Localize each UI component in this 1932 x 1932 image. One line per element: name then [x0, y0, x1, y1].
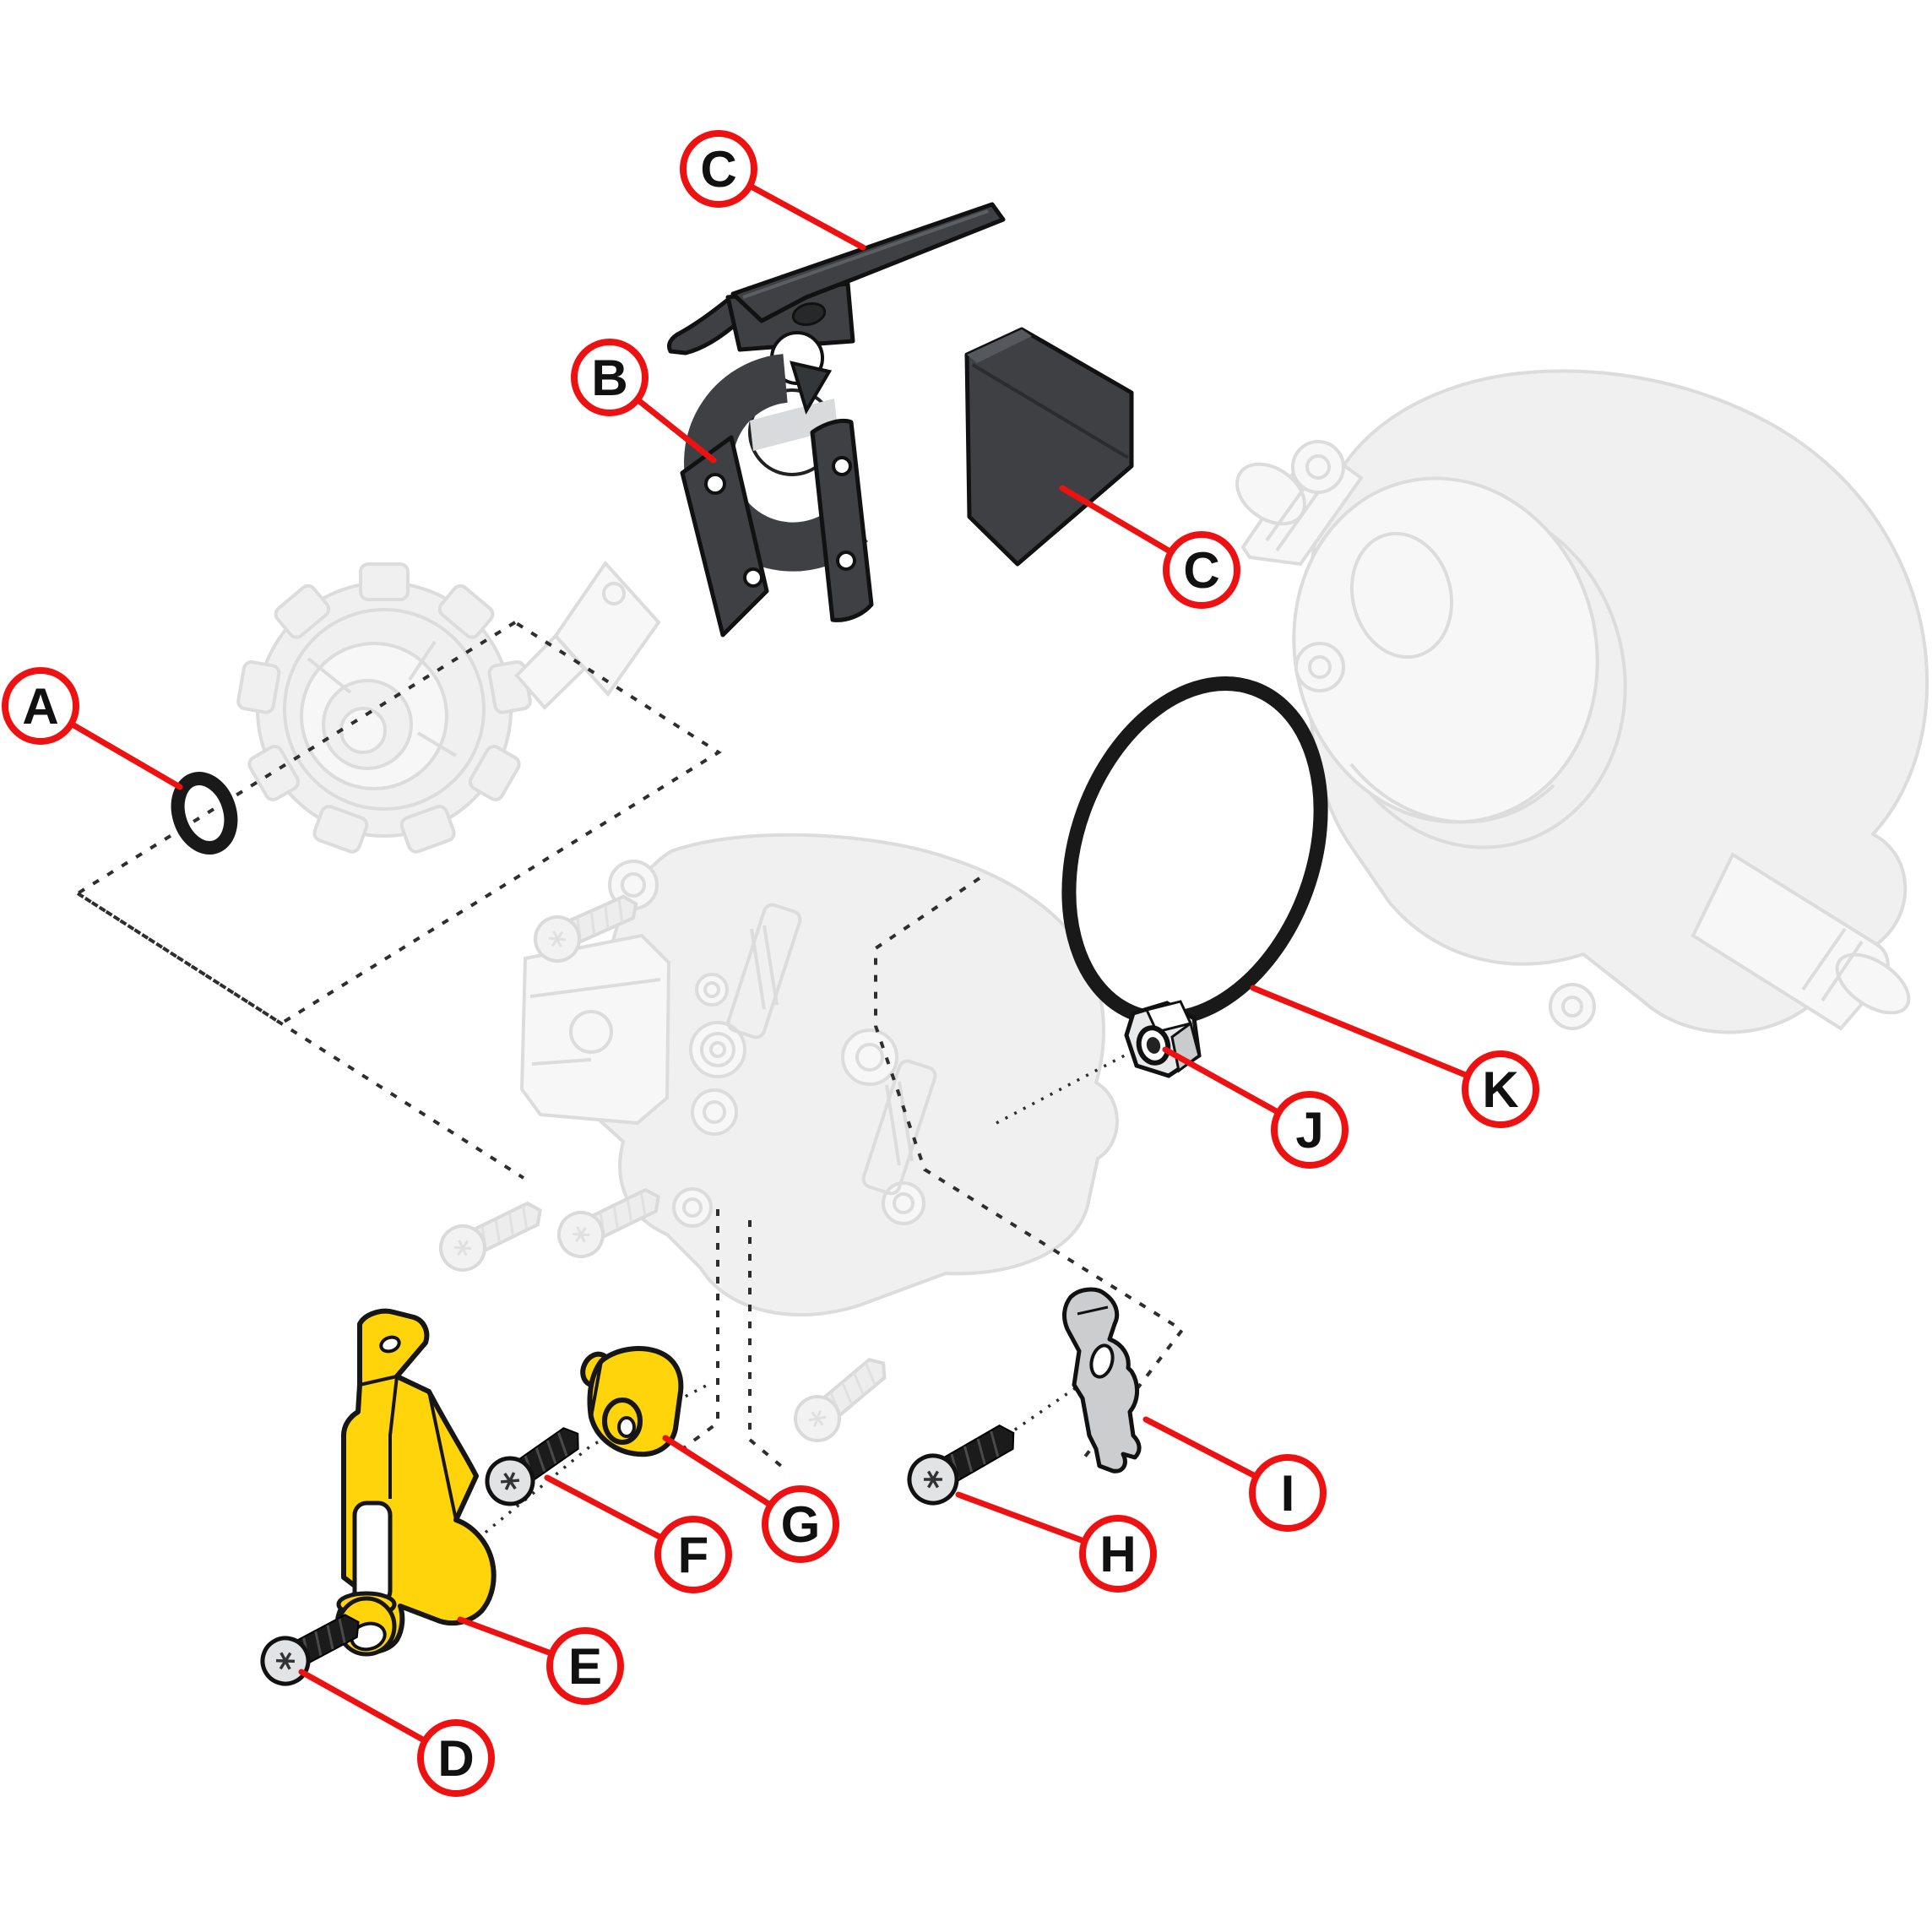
axis-clip-screw [1006, 1381, 1083, 1437]
part-retaining-clip [1062, 1287, 1142, 1473]
callout-letter-G: G [781, 1496, 821, 1553]
callout-letter-I: I [1281, 1465, 1295, 1522]
callout-circle-K [1462, 1050, 1539, 1128]
callout-letter-B: B [591, 350, 627, 406]
ghost-terminal-connector [514, 560, 661, 710]
callout-E: E [546, 1627, 624, 1705]
callout-letter-D: D [437, 1730, 474, 1787]
callout-C: C [1163, 531, 1240, 609]
part-bearing-clamp [680, 354, 874, 638]
callout-circle-H [1079, 1515, 1157, 1593]
callout-labels: A B C C D E F G H I J K [2, 130, 1539, 1797]
callout-I: I [1249, 1454, 1327, 1532]
callout-letter-A: A [22, 678, 58, 735]
clamp-ball-band [750, 399, 838, 451]
axis-vertical-1 [674, 1209, 719, 1456]
callout-circle-A [2, 667, 79, 745]
callout-letter-K: K [1482, 1061, 1518, 1118]
ghost-impeller [236, 562, 532, 854]
callout-circle-C [680, 130, 757, 208]
ghost-screw [439, 1201, 542, 1272]
part-wear-blade-upper [667, 202, 1006, 385]
callout-circle-F [654, 1516, 732, 1593]
callout-circle-I [1249, 1454, 1327, 1532]
callout-K: K [1462, 1050, 1539, 1128]
part-small-o-ring [171, 771, 238, 855]
leader-line-K [1250, 985, 1504, 1093]
callout-circle-B [571, 339, 649, 416]
axis-parallelogram-extension [76, 892, 525, 1180]
ghost-screw [534, 894, 638, 963]
part-screw-h [907, 1425, 1015, 1506]
part-lever-arm [335, 1308, 497, 1657]
ghost-screw [794, 1357, 887, 1442]
callout-F: F [654, 1516, 732, 1593]
callout-circle-C [1163, 531, 1240, 609]
callout-letter-F: F [678, 1527, 709, 1583]
callout-circle-G [762, 1485, 839, 1563]
callout-circle-J [1271, 1091, 1349, 1169]
callout-letter-J: J [1295, 1102, 1323, 1159]
part-screw-f [485, 1427, 579, 1506]
callout-circle-D [417, 1719, 495, 1797]
callout-D: D [417, 1719, 495, 1797]
callout-C: C [680, 130, 757, 208]
part-wear-blade-lower [964, 327, 1134, 567]
callout-letter-C: C [1183, 542, 1219, 599]
callout-H: H [1079, 1515, 1157, 1593]
callout-J: J [1271, 1091, 1349, 1169]
callout-A: A [2, 667, 79, 745]
callout-circle-E [546, 1627, 624, 1705]
callout-letter-C: C [700, 141, 736, 198]
callout-G: G [762, 1485, 839, 1563]
axis-vertical-2 [748, 1220, 789, 1473]
axis-body-to-clip [874, 876, 1185, 1458]
part-cam [580, 1346, 684, 1457]
part-screw-d [260, 1614, 360, 1686]
callout-letter-H: H [1099, 1526, 1136, 1582]
callout-B: B [571, 339, 649, 416]
callout-letter-E: E [568, 1638, 602, 1695]
ghost-screw [557, 1187, 660, 1258]
ghost-pump-housing [1235, 369, 1929, 1034]
